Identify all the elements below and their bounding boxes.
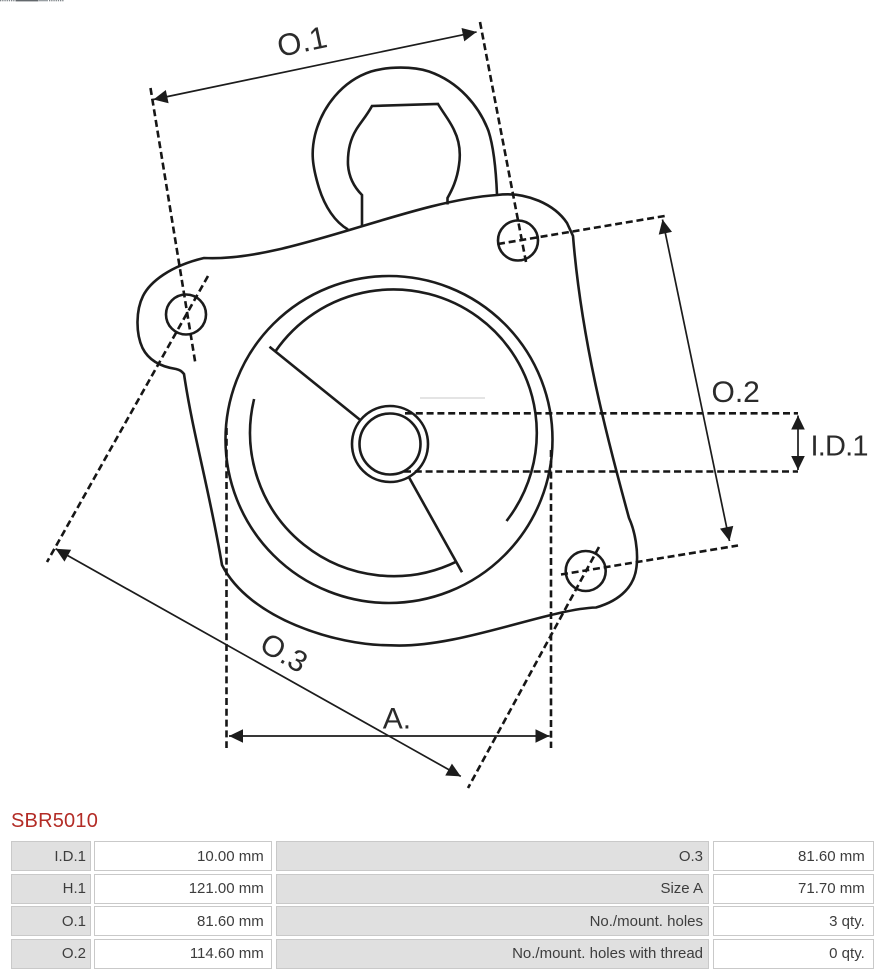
svg-text:O.1: O.1 bbox=[274, 19, 330, 63]
svg-text:O.3: O.3 bbox=[255, 627, 313, 680]
svg-text:A.: A. bbox=[383, 703, 411, 736]
svg-text:O.2: O.2 bbox=[712, 376, 760, 409]
svg-text:I.D.1: I.D.1 bbox=[811, 431, 868, 463]
